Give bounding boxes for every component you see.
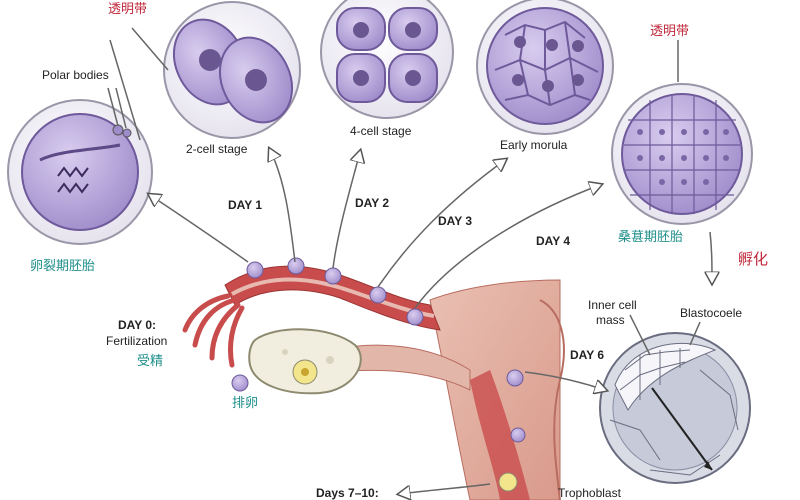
tube-embryos xyxy=(246,257,526,492)
day1-label: DAY 1 xyxy=(228,198,263,212)
zona-pellucida-label-right: 透明带 xyxy=(650,23,690,38)
morula-embryo-label: 桑葚期胚胎 xyxy=(618,229,684,244)
trophoblast-label: Trophoblast xyxy=(558,486,621,500)
day6-label: DAY 6 xyxy=(570,348,605,362)
polar-bodies-label: Polar bodies xyxy=(42,68,109,82)
morula-embryo xyxy=(611,83,753,225)
ovary xyxy=(248,328,362,395)
four-cell-embryo xyxy=(320,0,454,119)
ovulation-label: 排卵 xyxy=(232,395,259,410)
inner-cell-mass-label-1: Inner cell xyxy=(588,298,637,312)
blastocoele-label: Blastocoele xyxy=(680,306,743,320)
day4-label: DAY 4 xyxy=(536,234,571,248)
uterus-illustration xyxy=(329,279,565,500)
hatching-label: 孵化 xyxy=(738,251,769,268)
zona-pellucida-label-left: 透明带 xyxy=(108,1,148,16)
early-morula-label: Early morula xyxy=(500,138,568,152)
early-morula-embryo xyxy=(476,0,614,135)
days7-10-label: Days 7–10: xyxy=(316,486,379,500)
fertilization-cn-label: 受精 xyxy=(137,353,164,368)
day2-label: DAY 2 xyxy=(355,196,390,210)
four-cell-stage-label: 4-cell stage xyxy=(350,124,412,138)
two-cell-embryo xyxy=(163,1,301,139)
arrows xyxy=(107,27,712,494)
two-cell-stage-label: 2-cell stage xyxy=(186,142,248,156)
blastocyst-embryo xyxy=(599,332,751,484)
day3-label: DAY 3 xyxy=(438,214,473,228)
day0-label: DAY 0: xyxy=(118,318,157,332)
inner-cell-mass-label-2: mass xyxy=(596,313,625,327)
zygote-embryo xyxy=(7,99,153,245)
cleavage-embryo-label: 卵裂期胚胎 xyxy=(30,258,96,273)
fertilization-label: Fertilization xyxy=(106,334,168,348)
ovulated-egg xyxy=(231,374,249,392)
